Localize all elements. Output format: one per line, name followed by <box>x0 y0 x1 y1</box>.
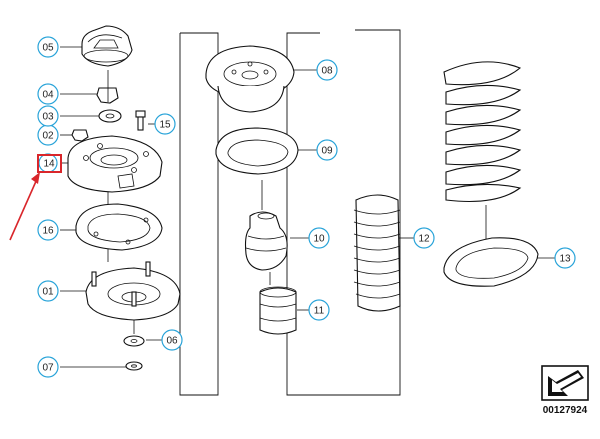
svg-text:05: 05 <box>42 43 54 54</box>
svg-text:08: 08 <box>321 66 333 77</box>
callout-05[interactable]: 05 <box>37 36 59 58</box>
part-11-sleeve <box>259 286 297 335</box>
part-03-washer <box>98 109 122 123</box>
leader-lines <box>60 46 556 368</box>
part-06-bushing <box>123 335 145 347</box>
part-13-spring-seat <box>443 237 539 287</box>
callout-13[interactable]: 13 <box>554 247 576 269</box>
callout-08[interactable]: 08 <box>316 59 338 81</box>
callout-15[interactable]: 15 <box>154 113 176 135</box>
svg-text:15: 15 <box>159 120 171 131</box>
document-number: 00127924 <box>543 405 588 416</box>
svg-text:12: 12 <box>418 234 430 245</box>
callout-10[interactable]: 10 <box>308 227 330 249</box>
svg-text:04: 04 <box>42 90 54 101</box>
callout-14-highlighted[interactable]: 14 <box>37 153 62 173</box>
callout-04[interactable]: 04 <box>37 83 59 105</box>
callout-12[interactable]: 12 <box>413 227 435 249</box>
part-10-bump-stop <box>244 211 288 271</box>
svg-text:09: 09 <box>321 146 333 157</box>
callout-16[interactable]: 16 <box>37 219 59 241</box>
svg-text:11: 11 <box>314 306 325 317</box>
part-09-ring <box>215 127 299 175</box>
callout-03[interactable]: 03 <box>37 105 59 127</box>
coil-spring <box>443 61 522 203</box>
part-02-nut <box>71 129 89 142</box>
callout-06[interactable]: 06 <box>161 329 183 351</box>
svg-text:07: 07 <box>42 363 54 374</box>
svg-text:01: 01 <box>42 287 54 298</box>
group-bracket-middle <box>286 29 401 396</box>
group-bracket-left <box>179 32 219 396</box>
part-07-washer <box>125 361 143 371</box>
part-01-lower-mount <box>85 261 181 321</box>
part-12-dust-boot <box>353 194 401 312</box>
part-16-gasket <box>75 203 163 251</box>
svg-text:14: 14 <box>43 159 55 170</box>
callout-07[interactable]: 07 <box>37 356 59 378</box>
part-08-strut-bearing <box>205 45 295 113</box>
svg-text:03: 03 <box>42 112 54 123</box>
svg-text:06: 06 <box>166 336 178 347</box>
part-15-screw <box>135 110 146 131</box>
part-14-mount-plate <box>67 135 163 193</box>
svg-text:16: 16 <box>42 226 54 237</box>
callout-02[interactable]: 02 <box>37 124 59 146</box>
next-page-arrow-icon[interactable] <box>541 365 589 401</box>
callout-01[interactable]: 01 <box>37 280 59 302</box>
callout-11[interactable]: 11 <box>308 299 330 321</box>
part-05-cap <box>81 25 133 67</box>
svg-text:10: 10 <box>313 234 325 245</box>
svg-text:02: 02 <box>42 131 54 142</box>
part-04-nut <box>96 87 119 104</box>
red-pointer-arrow <box>9 172 40 241</box>
callout-09[interactable]: 09 <box>316 139 338 161</box>
svg-text:13: 13 <box>559 254 571 265</box>
